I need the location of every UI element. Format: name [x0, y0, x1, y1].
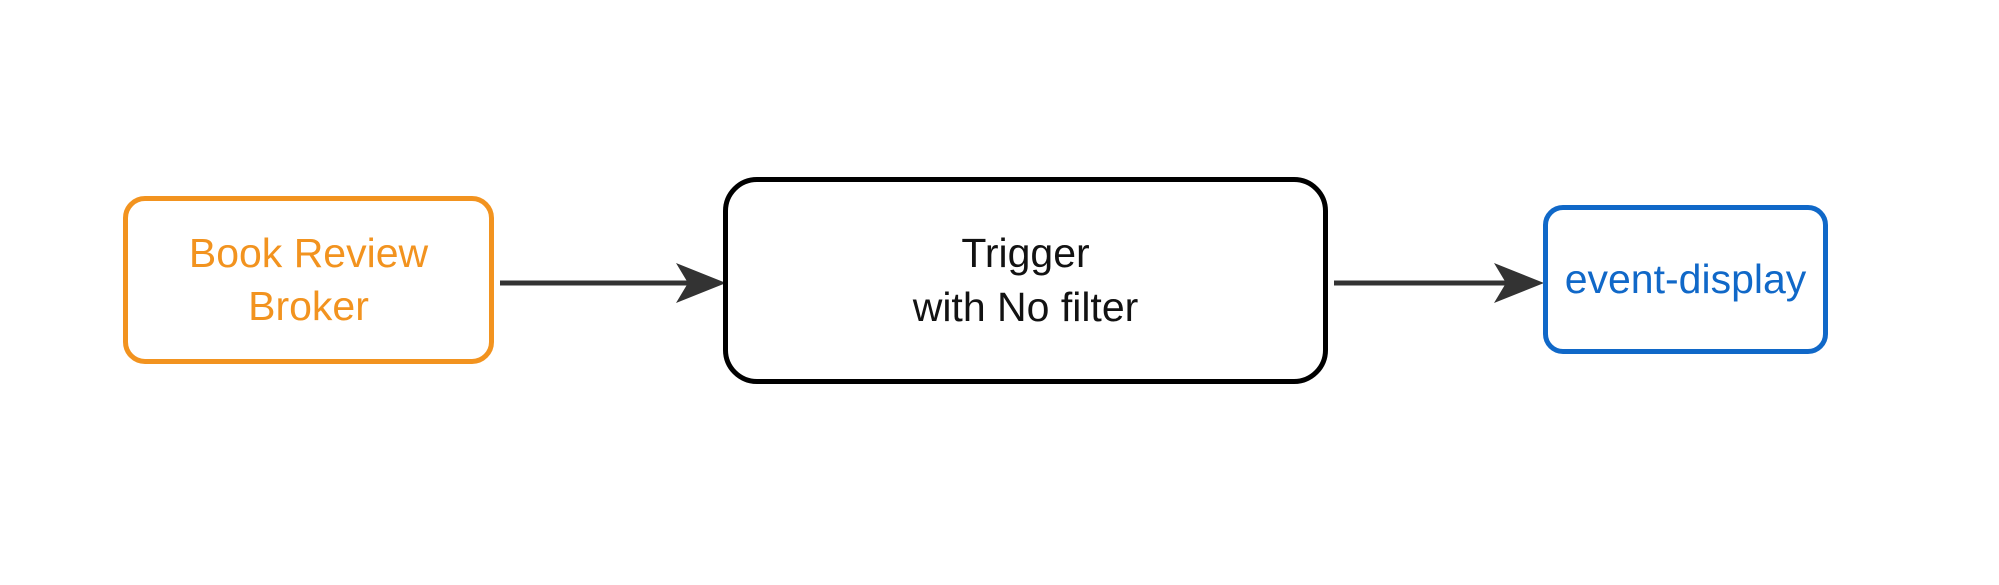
edge-broker-to-trigger [500, 263, 726, 303]
edge-broker-to-trigger-arrowhead-icon [676, 263, 726, 303]
node-book-review-broker-label: Book Review Broker [188, 229, 429, 329]
node-book-review-broker[interactable]: Book Review Broker [123, 196, 494, 364]
node-event-display-label: event-display [1564, 255, 1807, 302]
node-event-display[interactable]: event-display [1543, 205, 1828, 354]
edge-trigger-to-event-display-arrowhead-icon [1494, 263, 1544, 303]
node-trigger-label: Trigger with No filter [912, 230, 1139, 330]
node-trigger[interactable]: Trigger with No filter [723, 177, 1328, 384]
edge-trigger-to-event-display [1334, 263, 1544, 303]
